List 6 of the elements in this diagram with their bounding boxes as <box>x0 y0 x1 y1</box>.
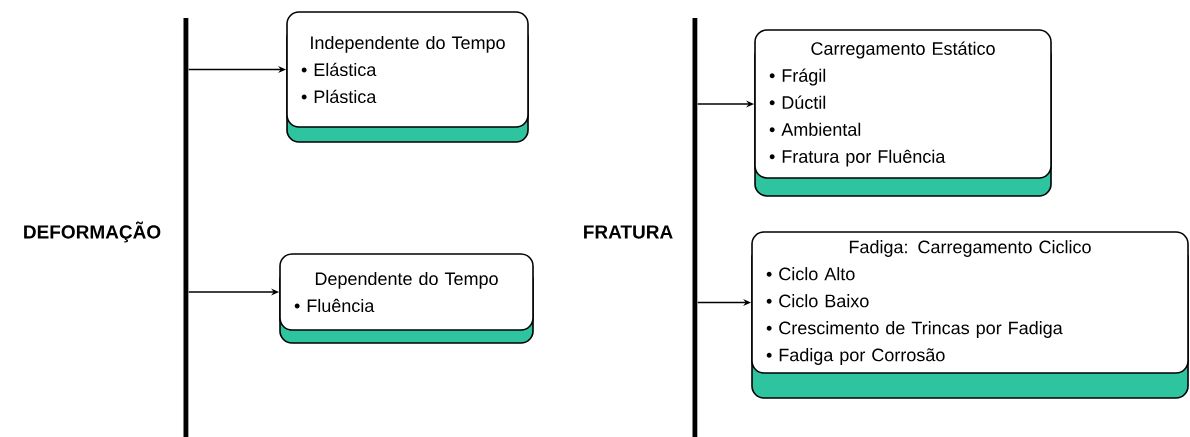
process-box: Fadiga: Carregamento Ciclico • Ciclo Alto • Ciclo Baixo • Crescimento de Trincas por Fadiga • Fadiga por Corrosão <box>751 231 1189 399</box>
category-label: FRATURA <box>584 225 673 239</box>
process-box: Dependente do Tempo • Fluência <box>279 253 534 344</box>
process-box: Carregamento Estático • Frágil • Dúctil • Ambiental • Fratura por Fluência <box>754 29 1052 197</box>
process-box: Independente do Tempo • Elástica • Plástica <box>286 11 529 143</box>
category-label: DEFORMAÇÃO <box>24 221 161 243</box>
